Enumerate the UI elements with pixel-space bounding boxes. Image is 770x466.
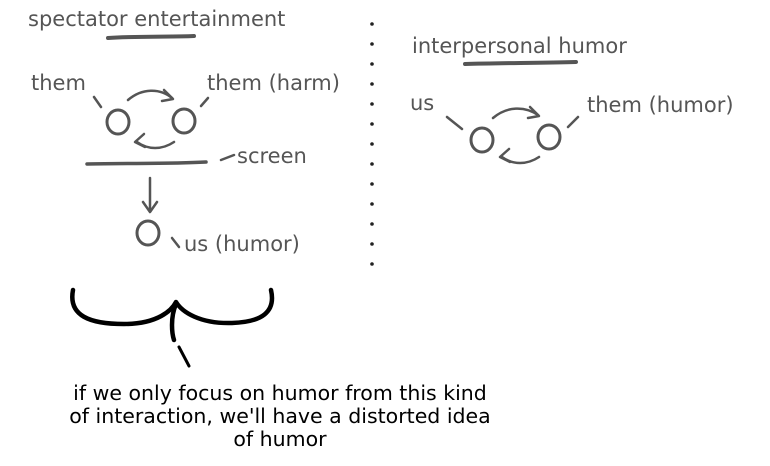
caption-line-1: if we only focus on humor from this kind [73,381,487,405]
tick-them [92,95,103,109]
left-arrow-bottom-head [133,132,147,149]
right-arrow-bottom-head [498,147,512,164]
label-screen: screen [237,144,307,168]
dotted-divider [370,22,374,266]
tick-them-harm [199,96,210,108]
screen-line [85,160,208,166]
down-arrow-head [141,200,159,214]
left-node-them [105,108,131,136]
caption-line-3: of humor [233,427,327,451]
label-them: them [31,71,86,95]
tick-screen [219,153,236,162]
right-arrow-top-head [526,105,541,120]
curly-brace [70,287,275,368]
tick-us [445,115,464,131]
left-node-them-harm [171,107,197,135]
right-title-underline [463,60,578,66]
caption-line-2: of interaction, we'll have a distorted i… [69,404,491,428]
left-node-us [135,219,161,247]
tick-us-humor [170,236,181,249]
left-panel-title: spectator entertainment [28,7,286,31]
label-us: us [410,91,435,115]
right-node-them-humor [536,123,562,151]
left-arrow-top-head [160,88,175,103]
label-us-humor: us (humor) [184,232,300,256]
left-title-underline [106,34,196,40]
tick-them-humor [566,115,580,129]
label-them-harm: them (harm) [207,71,340,95]
right-node-us [469,126,495,154]
right-panel-title: interpersonal humor [412,34,627,58]
caption: if we only focus on humor from this kind… [20,382,540,451]
label-them-humor: them (humor) [587,93,734,117]
